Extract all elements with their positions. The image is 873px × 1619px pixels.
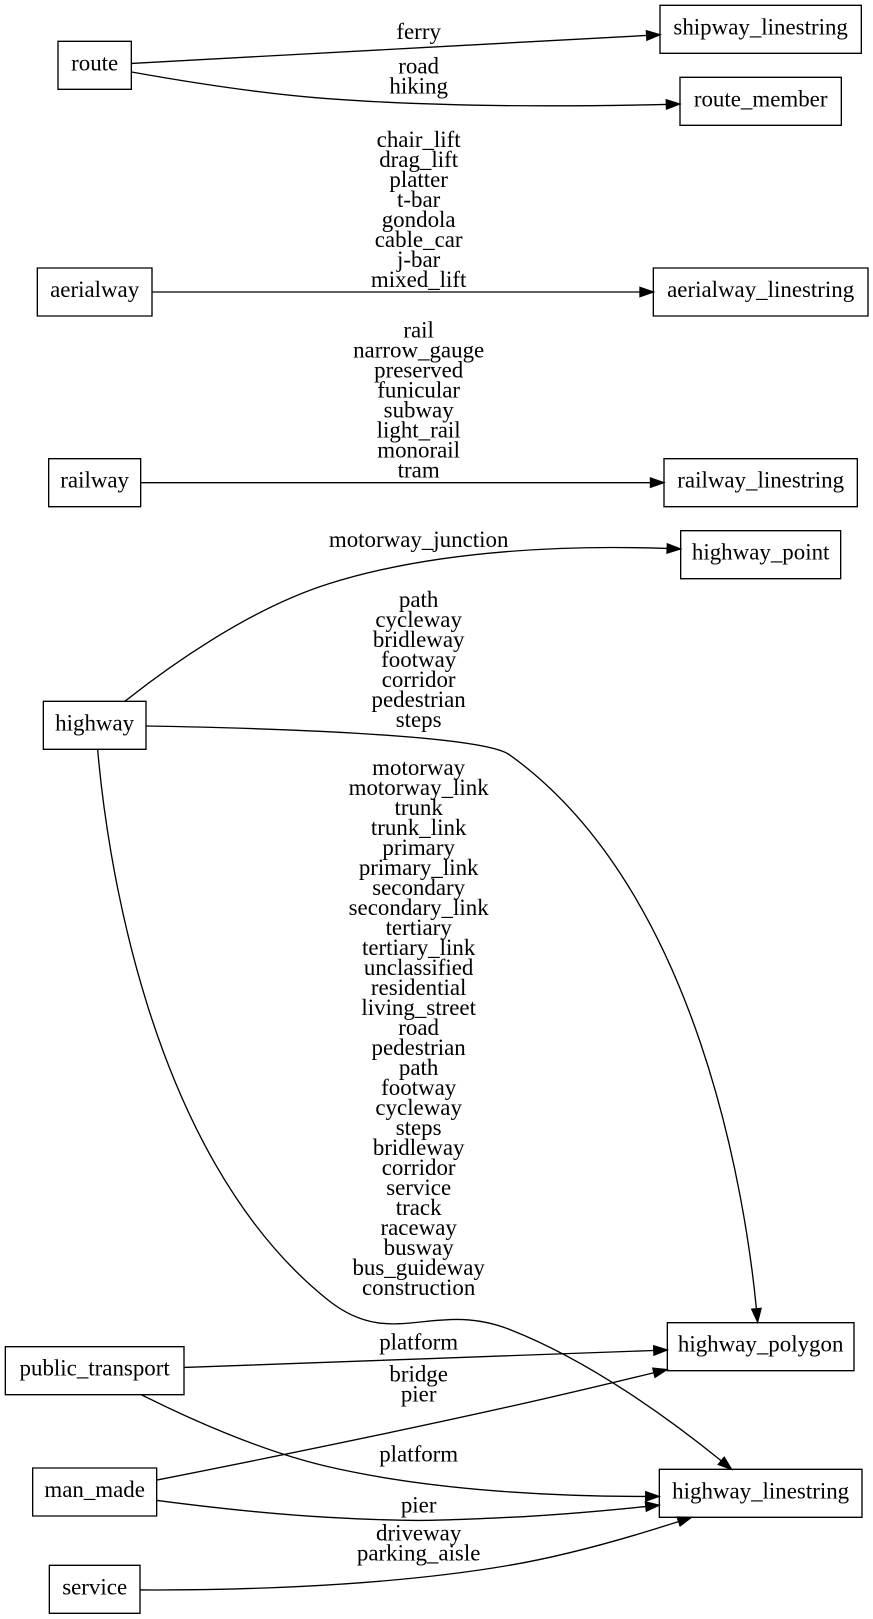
- svg-text:bridleway: bridleway: [373, 1135, 465, 1160]
- svg-text:highway_point: highway_point: [692, 540, 830, 565]
- svg-text:platter: platter: [389, 167, 448, 192]
- svg-text:tertiary_link: tertiary_link: [362, 935, 476, 960]
- svg-text:cycleway: cycleway: [375, 607, 462, 632]
- svg-text:funicular: funicular: [377, 378, 460, 403]
- svg-text:mixed_lift: mixed_lift: [371, 267, 467, 292]
- svg-text:primary: primary: [382, 835, 455, 860]
- svg-text:highway: highway: [55, 710, 134, 735]
- svg-text:cycleway: cycleway: [375, 1095, 462, 1120]
- svg-text:light_rail: light_rail: [377, 418, 461, 443]
- svg-text:motorway_junction: motorway_junction: [329, 527, 509, 552]
- svg-text:service: service: [62, 1574, 127, 1599]
- svg-text:route: route: [71, 50, 118, 75]
- svg-text:footway: footway: [381, 647, 457, 672]
- svg-text:pier: pier: [401, 1382, 437, 1407]
- svg-text:platform: platform: [379, 1442, 458, 1467]
- svg-text:pedestrian: pedestrian: [372, 687, 467, 712]
- svg-text:t-bar: t-bar: [397, 187, 441, 212]
- svg-text:trunk: trunk: [394, 795, 443, 820]
- svg-text:steps: steps: [396, 1115, 442, 1140]
- svg-text:motorway: motorway: [372, 755, 465, 780]
- svg-text:railway: railway: [60, 468, 129, 493]
- svg-text:chair_lift: chair_lift: [377, 127, 462, 152]
- svg-text:road: road: [398, 54, 439, 79]
- svg-text:highway_linestring: highway_linestring: [672, 1478, 850, 1503]
- svg-text:unclassified: unclassified: [364, 955, 474, 980]
- svg-text:footway: footway: [381, 1075, 457, 1100]
- svg-text:motorway_link: motorway_link: [349, 775, 490, 800]
- svg-text:construction: construction: [362, 1275, 476, 1300]
- svg-text:hiking: hiking: [389, 74, 448, 99]
- svg-text:monorail: monorail: [377, 438, 460, 463]
- svg-text:cable_car: cable_car: [375, 227, 463, 252]
- svg-text:highway_polygon: highway_polygon: [678, 1332, 844, 1357]
- svg-text:path: path: [399, 587, 439, 612]
- svg-text:subway: subway: [384, 398, 455, 423]
- svg-text:narrow_gauge: narrow_gauge: [353, 338, 484, 363]
- svg-text:tertiary: tertiary: [386, 915, 453, 940]
- svg-text:route_member: route_member: [694, 86, 828, 111]
- svg-text:j-bar: j-bar: [396, 247, 441, 272]
- svg-text:public_transport: public_transport: [20, 1356, 171, 1381]
- svg-text:corridor: corridor: [382, 667, 456, 692]
- svg-text:aerialway: aerialway: [50, 277, 140, 302]
- svg-text:driveway: driveway: [376, 1520, 462, 1545]
- svg-text:trunk_link: trunk_link: [371, 815, 467, 840]
- svg-text:path: path: [399, 1055, 439, 1080]
- svg-text:preserved: preserved: [374, 358, 464, 383]
- svg-text:secondary_link: secondary_link: [349, 895, 490, 920]
- svg-text:gondola: gondola: [382, 207, 456, 232]
- svg-text:raceway: raceway: [380, 1215, 457, 1240]
- svg-text:secondary: secondary: [372, 875, 465, 900]
- svg-text:bridleway: bridleway: [373, 627, 465, 652]
- svg-text:drag_lift: drag_lift: [379, 147, 459, 172]
- svg-text:tram: tram: [398, 458, 440, 483]
- svg-text:railway_linestring: railway_linestring: [677, 468, 844, 493]
- svg-text:living_street: living_street: [361, 995, 476, 1020]
- svg-text:bus_guideway: bus_guideway: [352, 1255, 485, 1280]
- svg-text:road: road: [398, 1015, 439, 1040]
- svg-text:platform: platform: [379, 1330, 458, 1355]
- svg-text:parking_aisle: parking_aisle: [357, 1540, 480, 1565]
- svg-text:steps: steps: [396, 707, 442, 732]
- svg-text:service: service: [386, 1175, 451, 1200]
- svg-text:track: track: [396, 1195, 442, 1220]
- svg-text:shipway_linestring: shipway_linestring: [673, 14, 848, 39]
- svg-text:rail: rail: [403, 318, 434, 343]
- svg-text:primary_link: primary_link: [359, 855, 479, 880]
- svg-text:busway: busway: [384, 1235, 455, 1260]
- svg-text:pedestrian: pedestrian: [372, 1035, 467, 1060]
- svg-text:pier: pier: [401, 1492, 437, 1517]
- svg-text:ferry: ferry: [396, 19, 441, 44]
- svg-text:corridor: corridor: [382, 1155, 456, 1180]
- svg-text:aerialway_linestring: aerialway_linestring: [667, 277, 855, 302]
- svg-text:bridge: bridge: [389, 1362, 448, 1387]
- svg-text:residential: residential: [371, 975, 466, 1000]
- svg-text:man_made: man_made: [44, 1477, 145, 1502]
